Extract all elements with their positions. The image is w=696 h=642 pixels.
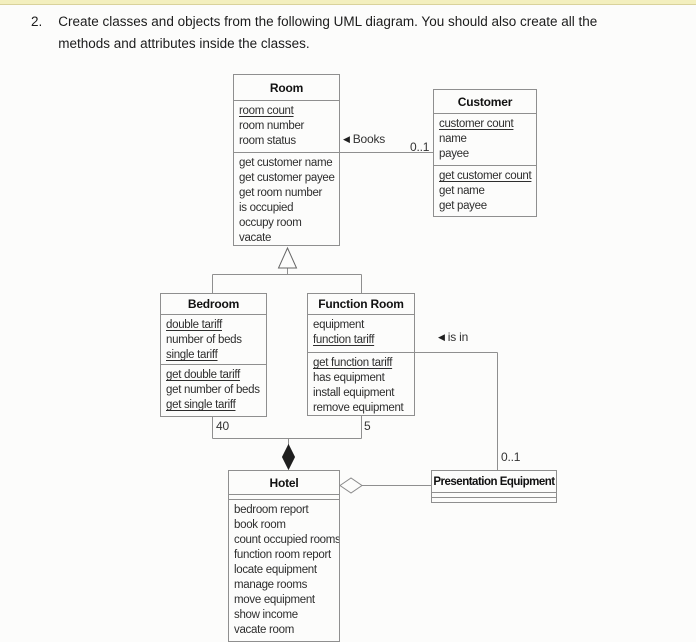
multiplicity-hotel-bedroom: 40 bbox=[216, 419, 229, 433]
class-member: install equipment bbox=[313, 387, 395, 399]
question-number: 2. bbox=[31, 14, 43, 29]
page-top-highlight bbox=[0, 0, 696, 5]
class-methods: get customer name get customer payee get r… bbox=[234, 153, 339, 246]
class-member: get double tariff bbox=[166, 369, 240, 381]
class-attributes bbox=[432, 493, 556, 498]
multiplicity-hotel-function-room: 5 bbox=[364, 419, 371, 433]
class-member: get number of beds bbox=[166, 384, 260, 396]
class-member: move equipment bbox=[234, 594, 315, 606]
class-member: get function tariff bbox=[313, 357, 393, 369]
multiplicity-presentation-equipment: 0..1 bbox=[501, 450, 521, 464]
uml-class-function-room: Function Room equipment function tariff g… bbox=[307, 293, 415, 416]
class-member: room number bbox=[239, 120, 305, 132]
question: 2. Create classes and objects from the f… bbox=[31, 11, 597, 55]
class-member: vacate room bbox=[234, 624, 294, 636]
class-attributes bbox=[229, 495, 339, 500]
question-line: methods and attributes inside the classe… bbox=[58, 36, 310, 51]
class-member: get customer count bbox=[439, 170, 532, 182]
class-title: Hotel bbox=[229, 471, 339, 495]
class-member: occupy room bbox=[239, 217, 302, 229]
class-member: vacate bbox=[239, 232, 272, 244]
question-line: Create classes and objects from the foll… bbox=[58, 14, 598, 29]
composition-diamond-icon bbox=[281, 443, 296, 471]
class-member: function tariff bbox=[313, 334, 375, 346]
class-methods: bedroom report book room count occupied ro… bbox=[229, 500, 339, 638]
class-methods bbox=[432, 498, 556, 501]
class-methods: get double tariff get number of beds get s… bbox=[161, 365, 266, 413]
class-methods: get customer count get name get payee bbox=[434, 166, 536, 214]
class-title: Function Room bbox=[308, 294, 414, 315]
uml-class-room: Room room count room number room status ge… bbox=[233, 74, 340, 246]
class-member: remove equipment bbox=[313, 402, 404, 414]
class-member: count occupied rooms bbox=[234, 534, 339, 546]
class-member: number of beds bbox=[166, 334, 242, 346]
class-member: bedroom report bbox=[234, 504, 309, 516]
class-member: function room report bbox=[234, 549, 331, 561]
class-member: get name bbox=[439, 185, 485, 197]
class-title: Room bbox=[234, 75, 339, 101]
generalization-triangle-icon bbox=[277, 246, 298, 269]
class-member: double tariff bbox=[166, 319, 222, 331]
class-member: payee bbox=[439, 148, 469, 160]
class-member: get room number bbox=[239, 187, 323, 199]
class-member: show income bbox=[234, 609, 298, 621]
association-label-books: ◀Books bbox=[343, 132, 385, 146]
association-label-text: is in bbox=[447, 330, 469, 344]
class-methods: get function tariff has equipment install … bbox=[308, 353, 414, 416]
class-member: locate equipment bbox=[234, 564, 317, 576]
class-title: Presentation Equipment bbox=[432, 471, 556, 493]
left-arrowhead-icon: ◀ bbox=[343, 134, 350, 144]
class-member: manage rooms bbox=[234, 579, 308, 591]
association-label-is-in: ◀is in bbox=[438, 330, 468, 344]
class-attributes: equipment function tariff bbox=[308, 315, 414, 353]
class-attributes: customer count name payee bbox=[434, 114, 536, 166]
association-label-text: Books bbox=[352, 132, 386, 146]
class-member: equipment bbox=[313, 319, 365, 331]
uml-class-presentation-equipment: Presentation Equipment bbox=[431, 470, 557, 503]
uml-class-hotel: Hotel bedroom report book room count occup… bbox=[228, 470, 340, 642]
class-member: book room bbox=[234, 519, 286, 531]
class-member: room status bbox=[239, 135, 296, 147]
uml-class-bedroom: Bedroom double tariff number of beds singl… bbox=[160, 293, 267, 417]
class-title: Bedroom bbox=[161, 294, 266, 315]
class-member: has equipment bbox=[313, 372, 385, 384]
left-arrowhead-icon: ◀ bbox=[438, 332, 445, 342]
class-title: Customer bbox=[434, 90, 536, 114]
class-member: get customer payee bbox=[239, 172, 335, 184]
class-attributes: double tariff number of beds single tariff bbox=[161, 315, 266, 365]
class-member: get payee bbox=[439, 200, 487, 212]
class-member: get customer name bbox=[239, 157, 333, 169]
uml-class-customer: Customer customer count name payee get cus… bbox=[433, 89, 537, 217]
question-text: Create classes and objects from the foll… bbox=[58, 11, 597, 55]
class-member: single tariff bbox=[166, 349, 218, 361]
multiplicity-room-customer: 0..1 bbox=[410, 140, 430, 154]
class-member: get single tariff bbox=[166, 399, 236, 411]
class-member: customer count bbox=[439, 118, 514, 130]
class-member: is occupied bbox=[239, 202, 294, 214]
class-member: name bbox=[439, 133, 467, 145]
aggregation-diamond-icon bbox=[339, 477, 363, 494]
class-member: room count bbox=[239, 105, 294, 117]
class-attributes: room count room number room status bbox=[234, 101, 339, 153]
